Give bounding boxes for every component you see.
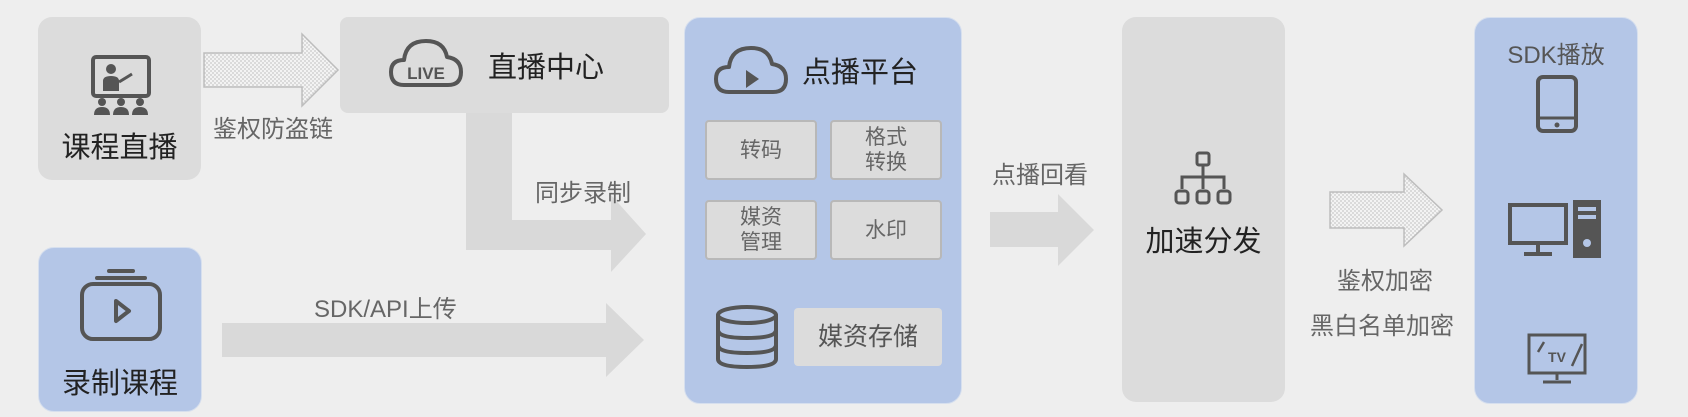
play-cloud-icon: [714, 46, 788, 94]
live-center-label: 直播中心: [488, 52, 605, 84]
live-cloud-icon: LIVE: [389, 39, 463, 87]
sdk-playback-label: SDK播放: [1507, 42, 1605, 69]
svg-text:LIVE: LIVE: [407, 64, 445, 83]
format-convert-cell: 格式转换: [830, 120, 942, 180]
vod-replay-label: 点播回看: [992, 162, 1088, 189]
sync-record-arrow: [466, 113, 646, 272]
tv-icon: TV: [1527, 333, 1587, 384]
network-tree-icon: [1174, 151, 1232, 205]
auth-antileech-label: 鉴权防盗链: [213, 116, 333, 143]
live-center-node: LIVE 直播中心: [340, 17, 669, 113]
phone-icon: [1536, 75, 1578, 133]
sync-record-label: 同步录制: [535, 180, 631, 207]
media-storage-cell: 媒资存储: [794, 308, 942, 366]
recorded-course-label: 录制课程: [61, 368, 178, 400]
svg-text:TV: TV: [1548, 349, 1567, 365]
auth-antileech-arrow: [203, 32, 340, 108]
media-asset-cell: 媒资管理: [705, 200, 817, 260]
course-live-label: 课程直播: [61, 132, 178, 164]
auth-encrypt-label: 鉴权加密: [1337, 268, 1433, 295]
transcode-cell: 转码: [705, 120, 817, 180]
accel-distribution-node: 加速分发: [1122, 17, 1285, 402]
blacklist-encrypt-label: 黑白名单加密: [1310, 313, 1454, 340]
video-play-icon: [80, 269, 162, 341]
database-icon: [716, 305, 778, 370]
teacher-presentation-icon: [91, 55, 151, 115]
course-live-node: 课程直播: [38, 17, 201, 180]
desktop-computer-icon: [1508, 200, 1601, 258]
sdk-api-upload-label: SDK/API上传: [314, 296, 457, 323]
auth-encrypt-arrow: [1329, 172, 1444, 248]
vod-replay-arrow: [990, 194, 1094, 266]
sdk-playback-node: SDK播放 TV: [1474, 17, 1638, 404]
vod-platform-node: 点播平台 转码 格式转换 媒资管理 水印 媒资存储: [684, 17, 962, 404]
recorded-course-node: 录制课程: [38, 247, 202, 412]
accel-distribution-label: 加速分发: [1145, 226, 1262, 258]
vod-platform-label: 点播平台: [802, 57, 919, 89]
watermark-cell: 水印: [830, 200, 942, 260]
sdk-api-upload-arrow: [222, 303, 644, 377]
